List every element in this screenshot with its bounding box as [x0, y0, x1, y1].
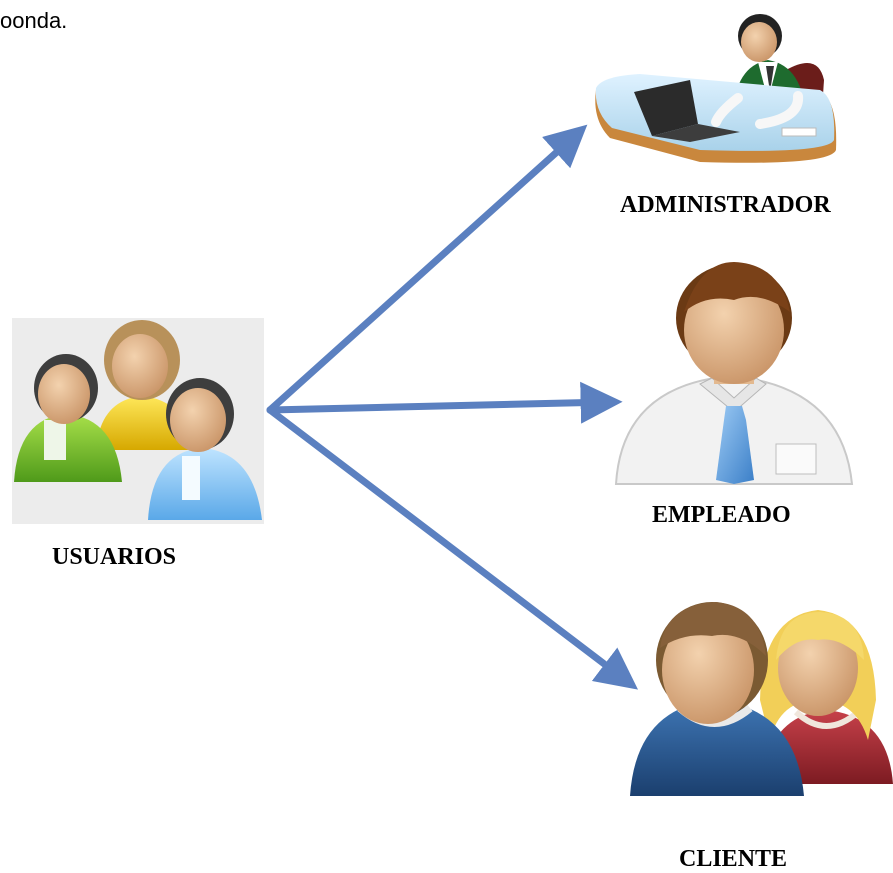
arrow-to-administrador — [266, 124, 588, 414]
text-fragment: oonda. — [0, 8, 68, 33]
administrador-label: ADMINISTRADOR — [620, 192, 831, 218]
usuarios-icon — [14, 320, 262, 520]
empleado-icon — [614, 262, 854, 485]
arrow-to-cliente — [266, 406, 639, 690]
arrow-to-empleado — [266, 381, 623, 424]
cliente-icon — [630, 602, 893, 796]
empleado-label: EMPLEADO — [652, 502, 791, 528]
arrows — [266, 124, 639, 690]
cliente-label: CLIENTE — [679, 846, 788, 872]
usuarios-label: USUARIOS — [52, 544, 177, 570]
administrador-icon — [595, 14, 837, 163]
